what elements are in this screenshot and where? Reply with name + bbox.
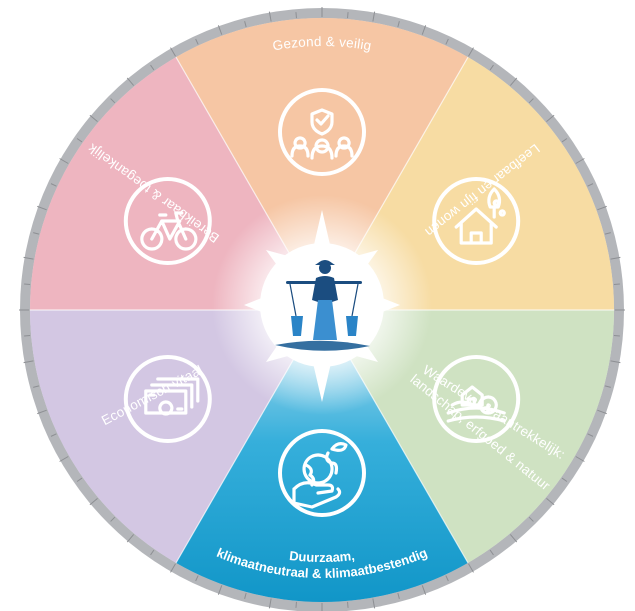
rim-tick — [587, 433, 594, 437]
rim-tick — [528, 516, 534, 522]
rim-tick — [489, 64, 494, 71]
rim-tick — [59, 456, 69, 462]
rim-tick — [546, 114, 555, 123]
rim-tick — [575, 456, 585, 462]
rim-tick — [604, 232, 611, 235]
segment-gezond — [176, 17, 468, 310]
house-tree-icon — [432, 177, 521, 265]
rim-tick — [421, 25, 427, 35]
rim-tick — [24, 283, 31, 285]
rim-tick — [489, 549, 494, 556]
rim-tick — [372, 11, 376, 22]
money-icon — [123, 355, 212, 443]
rim-tick — [509, 77, 518, 86]
rim-tick — [468, 563, 474, 573]
rim-tick — [33, 385, 40, 388]
rim-tick — [217, 25, 223, 35]
rim-tick — [37, 205, 47, 211]
rim-tick — [50, 183, 57, 187]
rim-tick — [76, 477, 83, 482]
rim-tick — [59, 158, 69, 164]
bicycle-icon — [123, 177, 212, 265]
shield-people-icon — [278, 88, 366, 176]
rim-tick — [33, 232, 40, 235]
rim-tick — [37, 409, 47, 415]
rim-tick — [217, 585, 223, 595]
rim-tick — [89, 497, 98, 506]
rim-tick — [372, 598, 376, 609]
rim-tick — [170, 563, 176, 573]
rim-tick — [126, 534, 135, 543]
rim-tick — [445, 575, 449, 582]
milkmaid-icon — [275, 260, 370, 351]
rim-ticks — [19, 7, 625, 611]
rim-tick — [421, 585, 427, 595]
rim-tick — [150, 549, 155, 556]
rim-tick — [509, 534, 518, 543]
rim-tick — [24, 335, 31, 337]
hand-globe-icon — [278, 429, 366, 517]
label-gezond: Gezond & veilig — [271, 34, 372, 53]
rim-tick — [528, 98, 534, 104]
rim-tick — [347, 601, 349, 608]
rim-tick — [347, 12, 349, 19]
rim-tick — [468, 47, 474, 57]
rim-tick — [89, 114, 98, 123]
rim-tick — [110, 516, 116, 522]
rim-tick — [561, 477, 568, 482]
rim-tick — [126, 77, 135, 86]
rim-tick — [295, 601, 297, 608]
rim-tick — [575, 158, 585, 164]
rim-tick — [397, 592, 400, 599]
rim-tick — [397, 21, 400, 28]
rim-tick — [195, 575, 199, 582]
rim-tick — [170, 47, 176, 57]
rim-tick — [76, 138, 83, 143]
rim-tick — [195, 38, 199, 45]
rim-tick — [295, 12, 297, 19]
rim-tick — [50, 433, 57, 437]
rim-tick — [110, 98, 116, 104]
rim-tick — [597, 205, 607, 211]
rim-tick — [150, 64, 155, 71]
rim-tick — [268, 11, 272, 22]
rim-tick — [604, 385, 611, 388]
rim-tick — [244, 592, 247, 599]
rim-tick — [561, 138, 568, 143]
rim-tick — [587, 183, 594, 187]
rim-tick — [610, 360, 621, 364]
rim-tick — [613, 335, 620, 337]
rim-tick — [445, 38, 449, 45]
rim-tick — [546, 497, 555, 506]
rim-tick — [613, 283, 620, 285]
landscape-icon — [432, 355, 521, 443]
rim-tick — [23, 256, 34, 260]
rim-tick — [23, 360, 34, 364]
rim-tick — [244, 21, 247, 28]
rim-tick — [610, 256, 621, 260]
rim-tick — [268, 598, 272, 609]
rim-tick — [597, 409, 607, 415]
label-duurzaam-1: Duurzaam, — [288, 548, 355, 565]
